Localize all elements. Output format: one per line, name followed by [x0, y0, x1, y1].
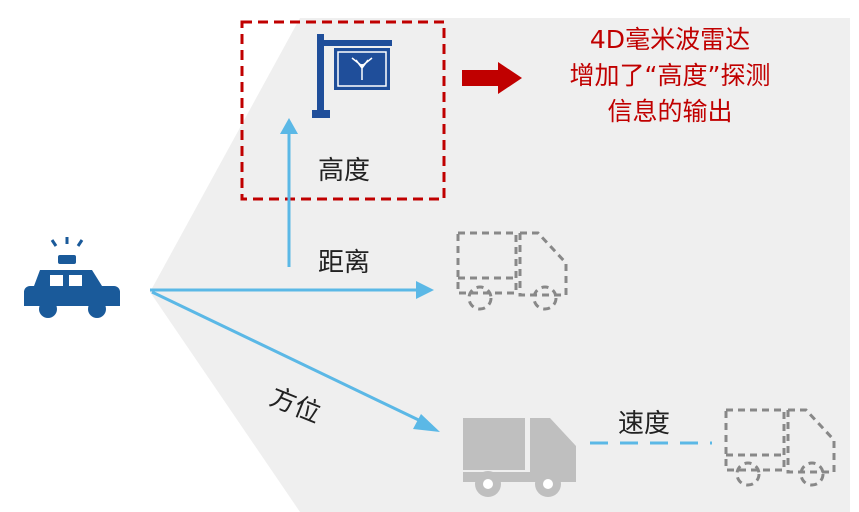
ghost-truck-icon — [456, 231, 568, 311]
arrows — [150, 118, 712, 445]
highlight-box — [240, 20, 446, 201]
police-car-icon — [24, 237, 120, 318]
ghost-truck-icon-2 — [724, 408, 836, 487]
target-arrow-icon — [462, 62, 522, 94]
truck-icon — [463, 418, 576, 497]
detection-field — [150, 18, 850, 512]
distance-label: 距离 — [318, 248, 371, 278]
callout-line-2: 增加了“高度”探测 — [569, 61, 771, 90]
callout-line-3: 信息的输出 — [607, 97, 733, 126]
azimuth-arrow — [151, 290, 428, 426]
sign-icon — [312, 34, 392, 118]
height-label: 高度 — [318, 156, 371, 186]
speed-label: 速度 — [618, 409, 671, 439]
callout-text: 4D毫米波雷达 增加了“高度”探测 信息的输出 — [520, 22, 820, 130]
callout-line-1: 4D毫米波雷达 — [589, 25, 751, 54]
